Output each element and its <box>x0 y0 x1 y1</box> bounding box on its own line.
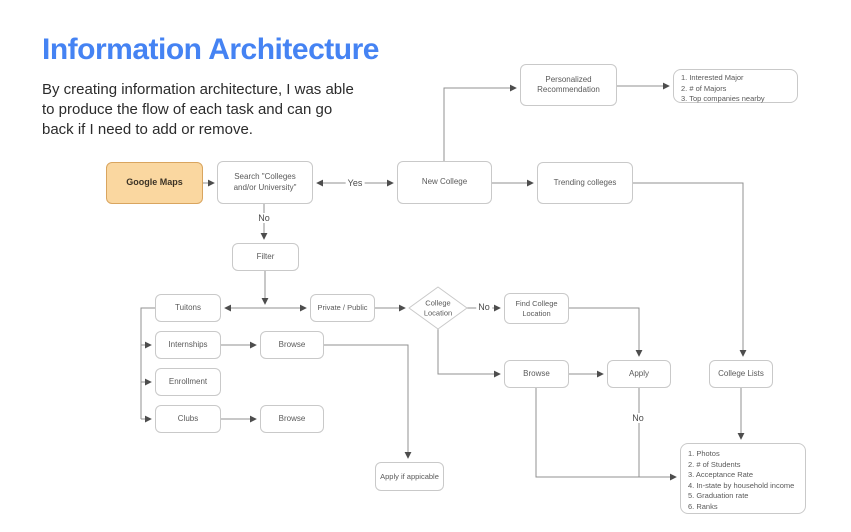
node-college-details-list: 1. Photos 2. # of Students 3. Acceptance… <box>680 443 806 514</box>
node-personalized-recommendation: Personalized Recommendation <box>520 64 617 106</box>
node-find-college-location: Find College Location <box>504 293 569 324</box>
node-college-location: College Location <box>423 298 453 317</box>
node-browse-clubs: Browse <box>260 405 324 433</box>
node-private-public: Private / Public <box>310 294 375 322</box>
node-search-colleges: Search "Colleges and/or University" <box>217 161 313 204</box>
list-item: 1. Interested Major <box>681 73 744 82</box>
page-description: By creating information architecture, I … <box>42 80 354 140</box>
node-new-college: New College <box>397 161 492 204</box>
page-title: Information Architecture <box>42 33 379 66</box>
edge-label-no-search: No <box>256 213 272 223</box>
edge-label-yes: Yes <box>345 178 365 188</box>
list-item: 1. Photos <box>688 449 720 458</box>
node-filter: Filter <box>232 243 299 271</box>
edge-findcollege-apply <box>569 307 643 357</box>
edge-trending-collegelists <box>633 182 747 357</box>
college-location-diamond-shape <box>408 286 468 330</box>
edge-diamond-browse <box>437 329 501 378</box>
edge-newcollege-recommendation <box>443 84 517 161</box>
node-clubs: Clubs <box>155 405 221 433</box>
page-description-line: to produce the flow of each task and can… <box>42 101 333 118</box>
node-browse-location: Browse <box>504 360 569 388</box>
node-enrollment: Enrollment <box>155 368 221 396</box>
node-internships: Internships <box>155 331 221 359</box>
edge-tuitons-trunk <box>140 307 155 419</box>
edge-label-no-apply: No <box>630 413 646 423</box>
node-browse-internships: Browse <box>260 331 324 359</box>
node-apply-if-applicable: Apply if appicable <box>375 462 444 491</box>
page-description-line: back if I need to add or remove. <box>42 121 253 138</box>
node-apply: Apply <box>607 360 671 388</box>
node-college-lists: College Lists <box>709 360 773 388</box>
node-google-maps: Google Maps <box>106 162 203 204</box>
edge-browse-applyifapplicable <box>324 344 412 459</box>
edge-label-no-location: No <box>476 302 492 312</box>
list-item: 2. # of Students <box>688 459 741 469</box>
list-item: 5. Graduation rate <box>688 491 749 500</box>
list-item: 2. # of Majors <box>681 83 727 93</box>
list-item: 6. Ranks <box>688 501 718 511</box>
list-item: 3. Acceptance Rate <box>688 470 754 479</box>
node-tuitons: Tuitons <box>155 294 221 322</box>
edge-browse-detailslist <box>535 388 677 481</box>
page-description-line: By creating information architecture, I … <box>42 81 354 98</box>
node-trending-colleges: Trending colleges <box>537 162 633 204</box>
list-item: 3. Top companies nearby <box>681 94 765 103</box>
node-recommendation-list: 1. Interested Major 2. # of Majors 3. To… <box>673 69 798 103</box>
list-item: 4. In-state by household income <box>688 480 795 490</box>
